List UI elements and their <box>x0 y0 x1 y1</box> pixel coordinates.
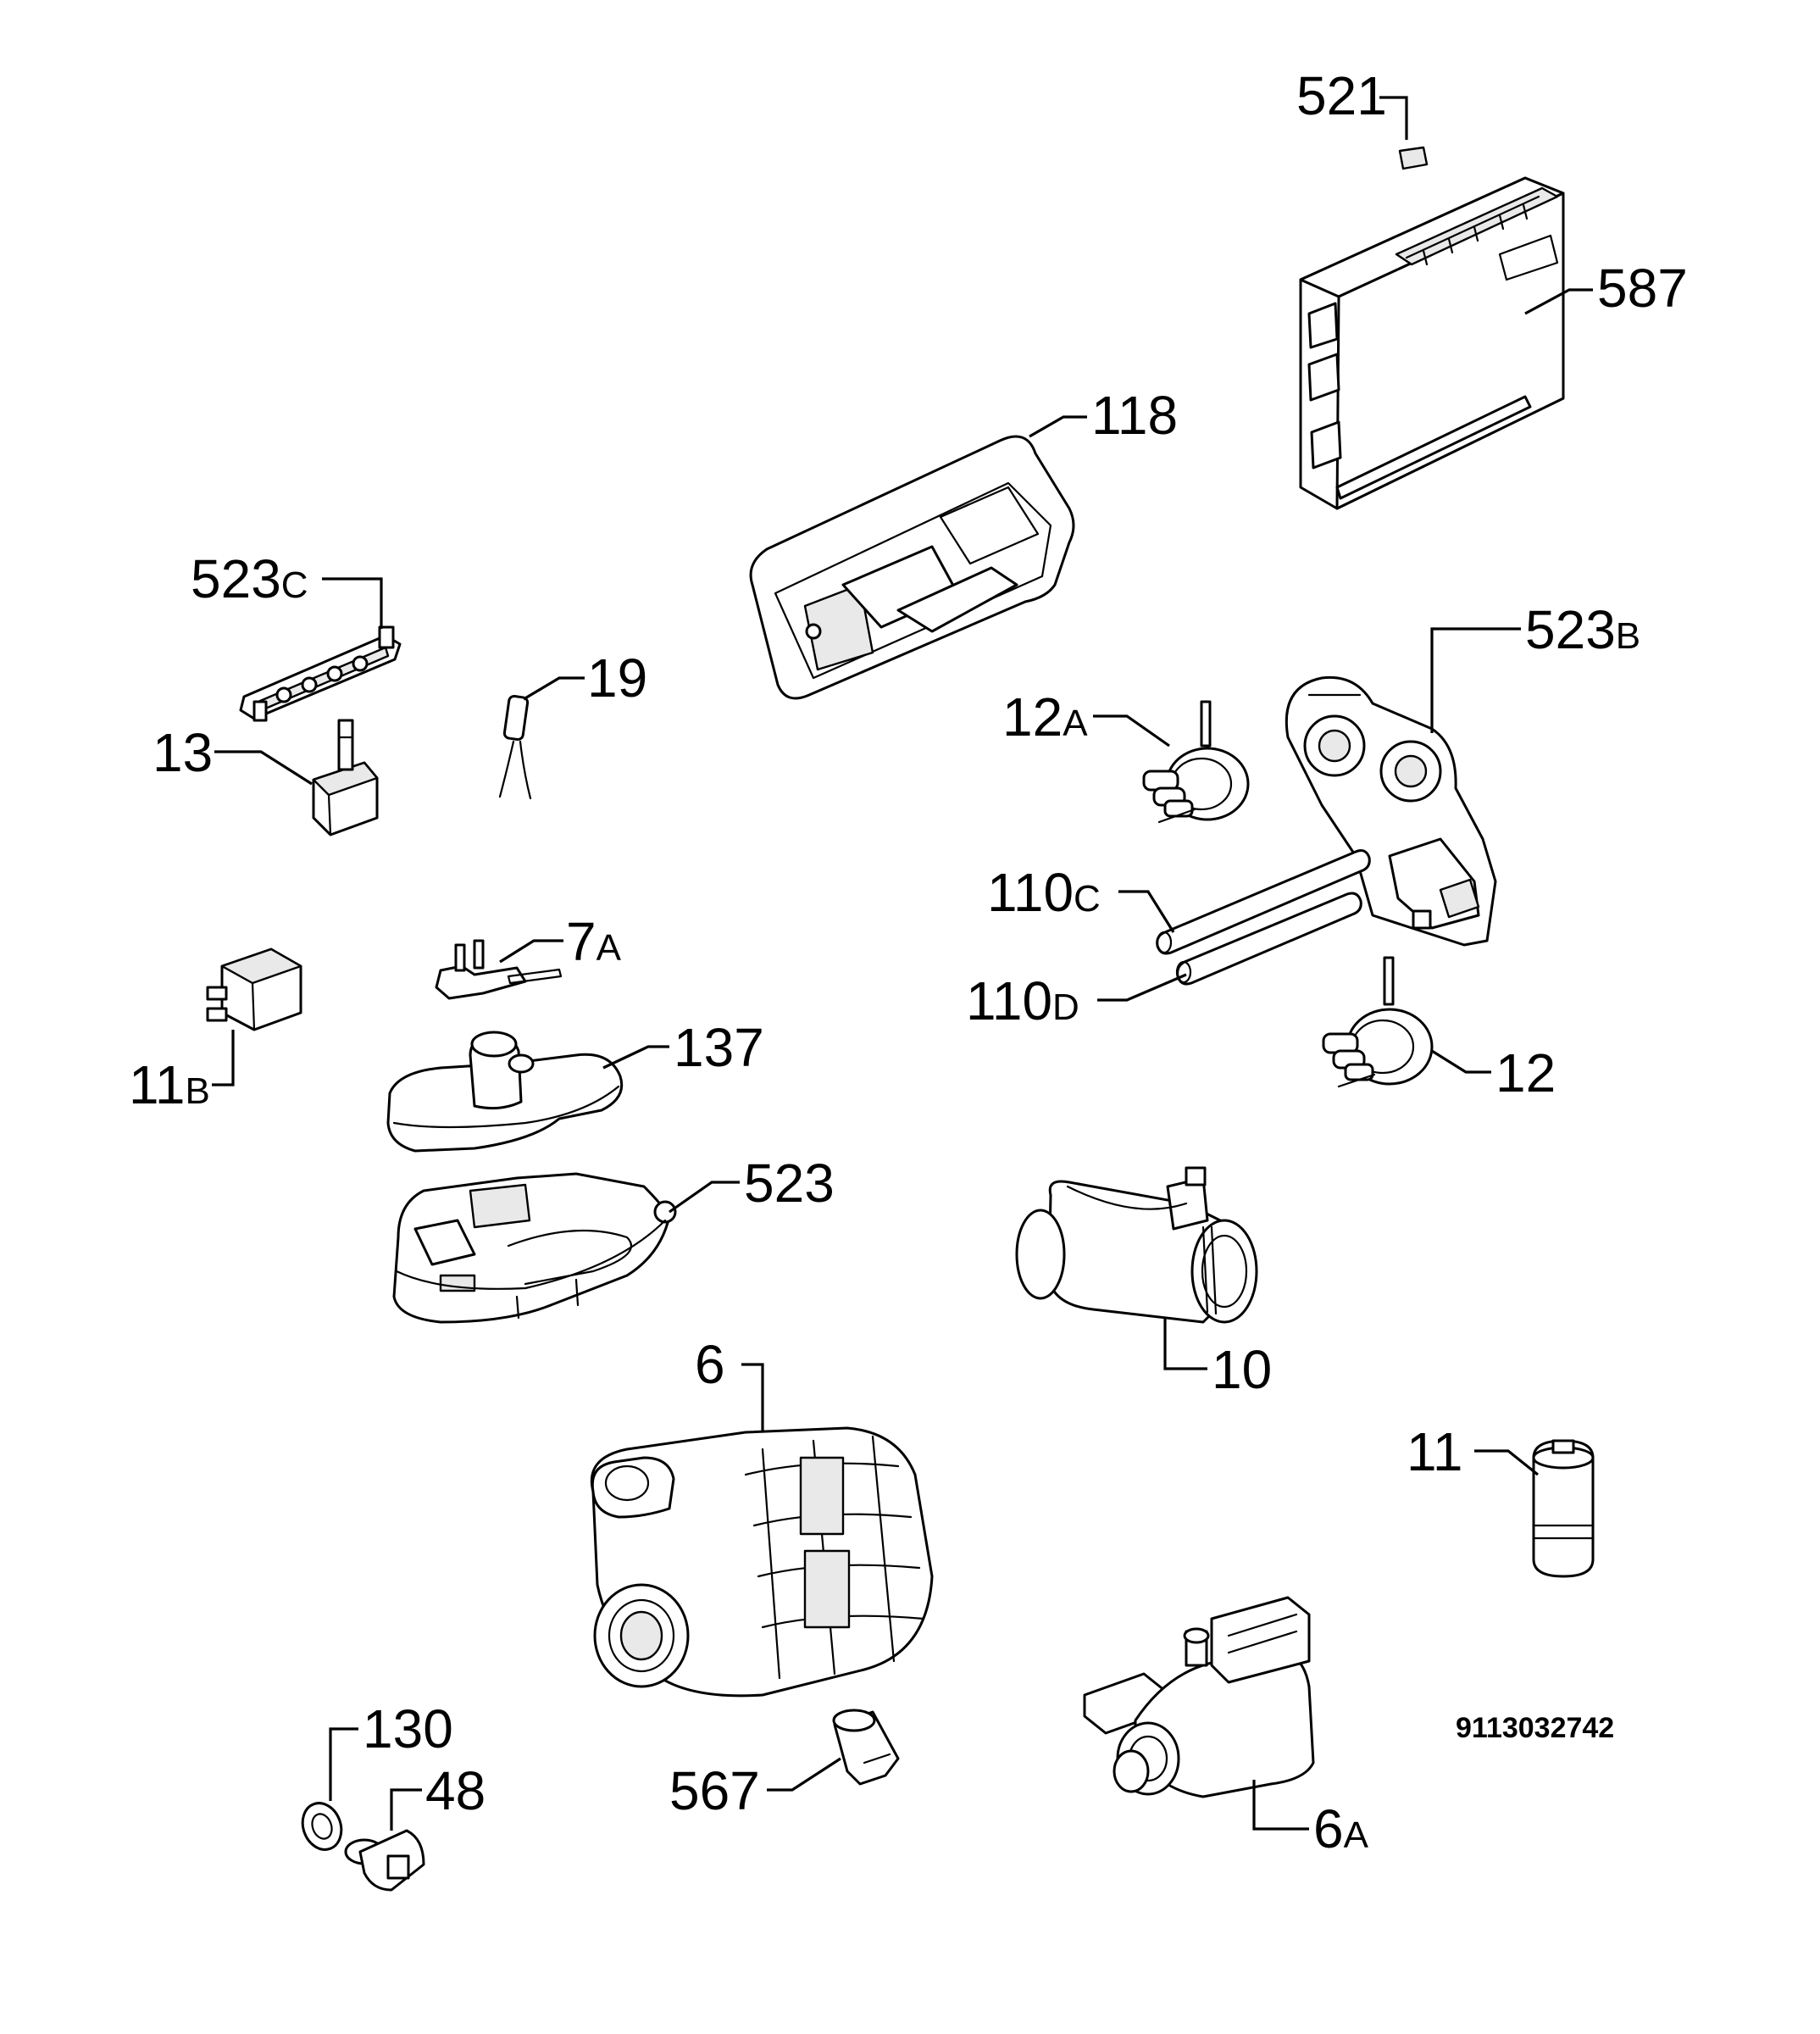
part-12-drawing <box>1322 956 1434 1088</box>
callout-110c: 110C <box>987 862 1101 923</box>
callout-48: 48 <box>425 1760 486 1821</box>
part-12a-drawing <box>1142 700 1250 824</box>
leader-7a <box>499 939 563 964</box>
leader-523 <box>669 1181 740 1214</box>
callout-587: 587 <box>1597 258 1688 319</box>
part-521-drawing <box>1398 146 1429 170</box>
leader-567 <box>767 1757 841 1792</box>
document-number: 9113032742 <box>1456 1712 1614 1744</box>
callout-118: 118 <box>1091 385 1178 446</box>
callout-10: 10 <box>1212 1339 1272 1400</box>
part-523c-drawing <box>239 625 402 722</box>
part-19-drawing <box>498 694 532 800</box>
leader-523b <box>1430 627 1521 733</box>
leader-12a <box>1093 714 1170 747</box>
part-587-drawing <box>1299 176 1565 510</box>
leader-523c <box>322 577 383 629</box>
leader-12 <box>1431 1049 1491 1074</box>
part-11b-drawing <box>206 948 302 1031</box>
leader-130 <box>329 1727 358 1801</box>
leader-6 <box>741 1363 764 1431</box>
part-137-drawing <box>386 1031 624 1153</box>
callout-6a: 6A <box>1313 1798 1369 1859</box>
part-13-drawing <box>312 719 379 836</box>
callout-521: 521 <box>1296 65 1387 126</box>
part-567-drawing <box>832 1709 900 1786</box>
part-48-drawing <box>344 1829 425 1892</box>
callout-7a: 7A <box>566 911 622 972</box>
part-6-drawing <box>590 1426 934 1698</box>
callout-6: 6 <box>695 1334 725 1395</box>
part-10-drawing <box>1015 1166 1258 1324</box>
callout-110d: 110D <box>966 970 1079 1031</box>
leader-10 <box>1163 1318 1207 1370</box>
leader-13 <box>214 750 313 786</box>
callout-523c: 523C <box>191 548 308 609</box>
part-7a-drawing <box>435 939 563 1000</box>
part-110c-drawing <box>1156 849 1371 955</box>
leader-48 <box>390 1788 422 1831</box>
part-6a-drawing <box>1083 1596 1315 1798</box>
leader-521 <box>1379 96 1408 140</box>
leader-110c <box>1118 890 1175 933</box>
part-110d-drawing <box>1175 892 1362 986</box>
callout-19: 19 <box>587 647 647 709</box>
callout-13: 13 <box>153 722 213 783</box>
leader-118 <box>1029 415 1087 438</box>
callout-523: 523 <box>744 1153 835 1214</box>
part-523b-drawing <box>1285 675 1497 947</box>
leader-lines <box>212 96 1593 1831</box>
callout-12a: 12A <box>1002 686 1088 747</box>
callout-130: 130 <box>363 1698 453 1759</box>
callout-523b: 523B <box>1525 599 1640 660</box>
leader-6a <box>1252 1780 1309 1831</box>
leader-137 <box>602 1045 669 1070</box>
leader-110d <box>1097 973 1187 1002</box>
callout-137: 137 <box>674 1017 764 1078</box>
callout-11: 11 <box>1407 1421 1462 1482</box>
callout-labels: 521 587 118 523C 19 13 523B 12A 110C 110… <box>129 65 1688 1859</box>
part-523-drawing <box>392 1172 677 1324</box>
part-118-drawing <box>749 435 1075 700</box>
callout-12: 12 <box>1495 1042 1556 1103</box>
part-130-drawing <box>301 1802 343 1851</box>
leader-11 <box>1474 1449 1539 1476</box>
callout-567: 567 <box>669 1760 760 1821</box>
leader-587 <box>1524 288 1593 315</box>
part-11-drawing <box>1532 1439 1595 1578</box>
callout-11b: 11B <box>129 1054 210 1115</box>
leader-19 <box>523 676 585 701</box>
leader-11b <box>212 1030 235 1086</box>
